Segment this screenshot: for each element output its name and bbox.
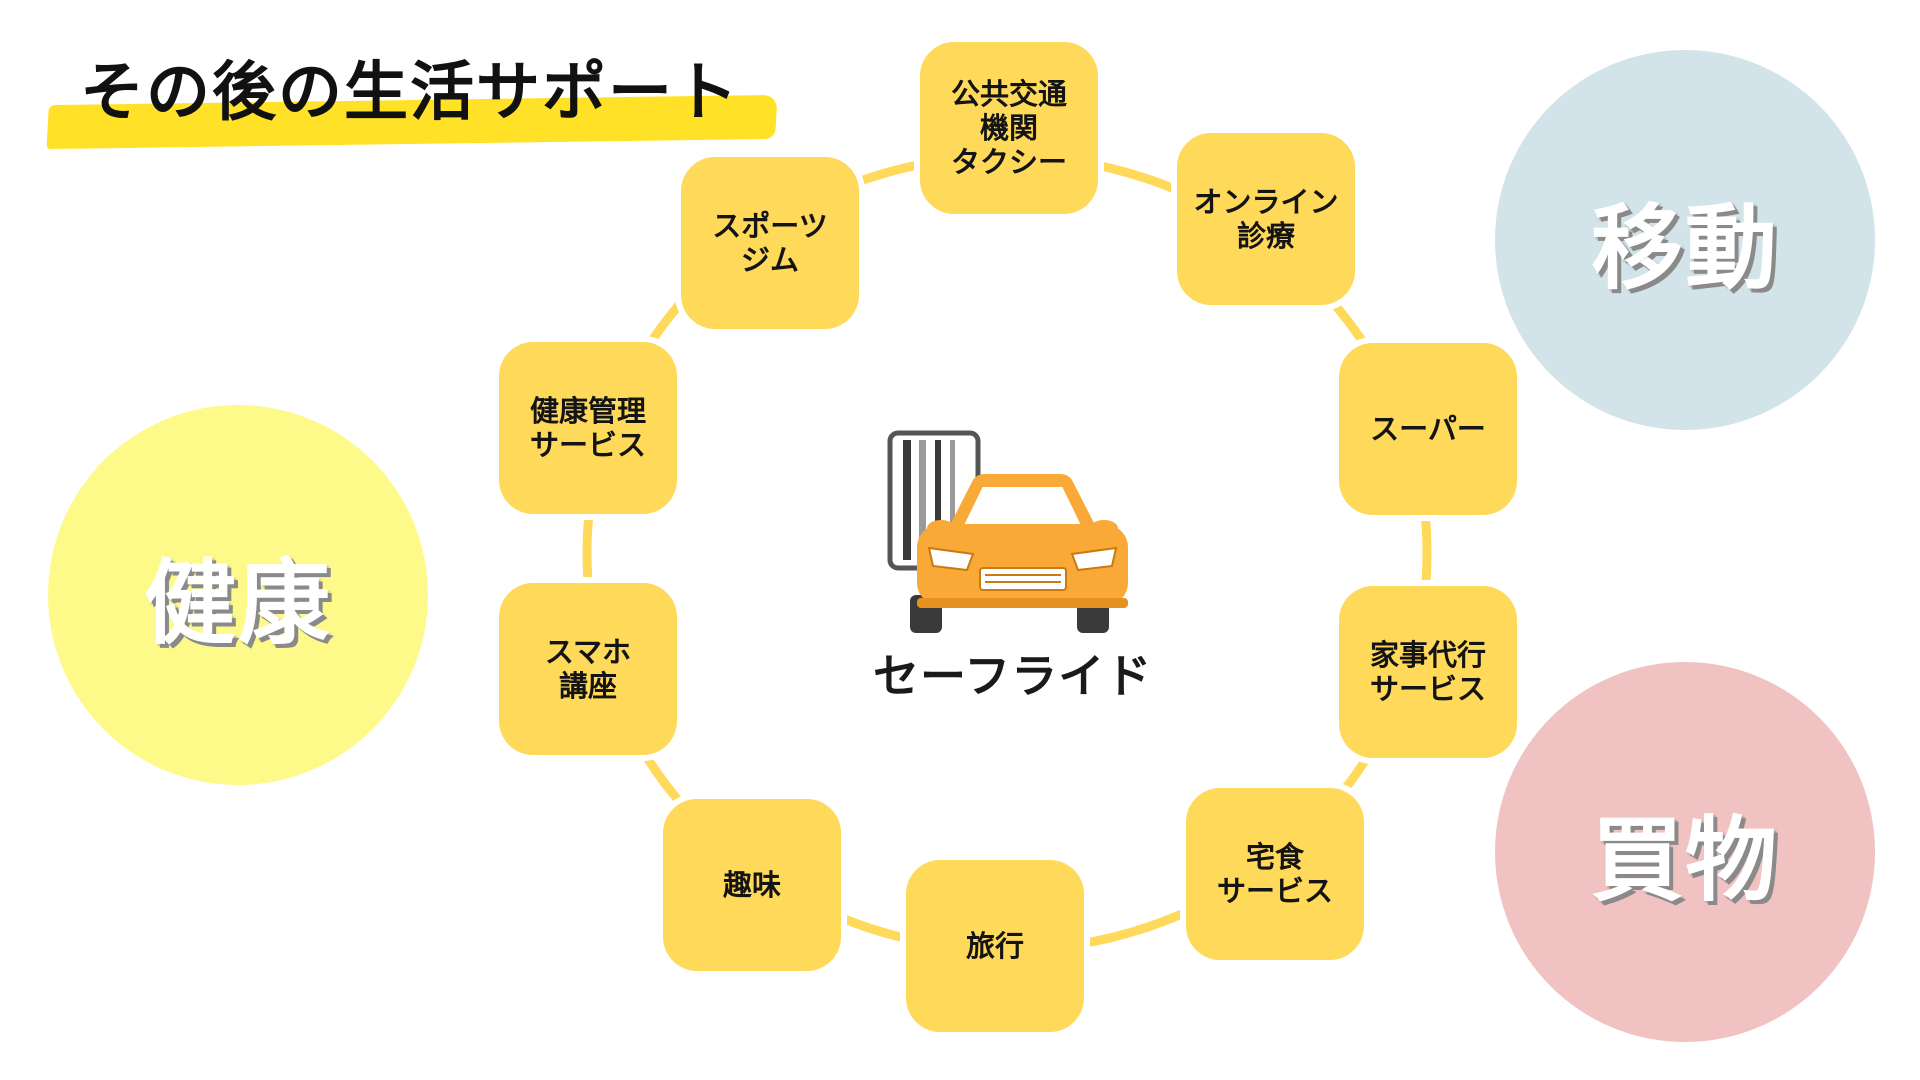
- category-mobility-label: 移動: [1590, 194, 1779, 302]
- title-block: その後の生活サポート: [46, 52, 778, 152]
- service-housework-label: 家事代行 サービス: [1369, 637, 1486, 706]
- logo-wordmark: セーフライド: [873, 649, 1153, 703]
- service-public-transport-label: 公共交通 機関 タクシー: [950, 76, 1067, 180]
- page-title: その後の生活サポート: [80, 56, 740, 130]
- service-sports-gym-label: スポーツ ジム: [712, 208, 828, 277]
- service-supermarket: スーパー: [1339, 343, 1517, 515]
- service-smartphone-course: スマホ 講座: [499, 583, 677, 755]
- service-travel-label: 旅行: [965, 928, 1024, 963]
- logo: セーフライド: [855, 430, 1155, 703]
- category-shopping-label: 買物: [1590, 806, 1779, 914]
- service-smartphone-course-label: スマホ 講座: [544, 634, 632, 703]
- service-meal-delivery-label: 宅食 サービス: [1216, 839, 1333, 908]
- service-public-transport: 公共交通 機関 タクシー: [920, 42, 1098, 214]
- service-hobby: 趣味: [663, 799, 841, 971]
- service-meal-delivery: 宅食 サービス: [1186, 788, 1364, 960]
- service-travel: 旅行: [906, 860, 1084, 1032]
- service-online-consultation: オンライン 診療: [1177, 133, 1355, 305]
- car-gate-icon: [887, 430, 1128, 633]
- service-online-consultation-label: オンライン 診療: [1193, 184, 1339, 253]
- service-health-management-label: 健康管理 サービス: [529, 393, 646, 462]
- service-sports-gym: スポーツ ジム: [681, 157, 859, 329]
- category-health-label: 健康: [143, 549, 332, 657]
- service-supermarket-label: スーパー: [1370, 411, 1486, 446]
- category-shopping: 買物: [1495, 662, 1875, 1042]
- category-mobility: 移動: [1495, 50, 1875, 430]
- category-health: 健康: [48, 405, 428, 785]
- service-hobby-label: 趣味: [722, 867, 781, 902]
- service-health-management: 健康管理 サービス: [499, 342, 677, 514]
- service-housework: 家事代行 サービス: [1339, 586, 1517, 758]
